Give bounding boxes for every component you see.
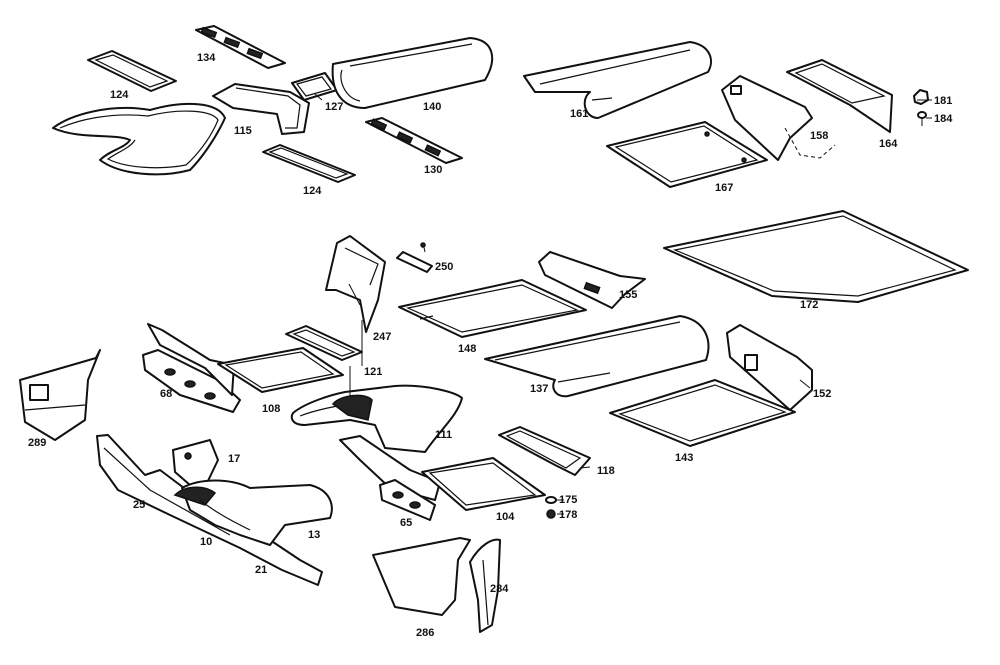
part-155-bracket	[538, 251, 646, 309]
label-289: 289	[28, 437, 46, 449]
label-158: 158	[810, 130, 828, 142]
part-124-lower-pad	[262, 144, 356, 183]
part-167-mat	[606, 121, 768, 188]
part-250-rod	[396, 242, 433, 273]
label-17: 17	[228, 453, 240, 465]
part-184-screw	[917, 111, 927, 126]
part-152-bracket	[726, 324, 813, 411]
part-134-strips	[195, 25, 286, 69]
part-161-cover	[523, 41, 712, 119]
label-124-top: 124	[110, 89, 129, 101]
part-115-bracket	[212, 83, 310, 135]
part-175-clip	[545, 496, 557, 504]
label-148: 148	[458, 343, 476, 355]
part-181-nut	[913, 89, 929, 105]
part-68-insulation	[142, 349, 241, 413]
part-284-pillar-trim	[469, 538, 501, 633]
part-286-side-trim	[372, 537, 471, 616]
label-21: 21	[255, 564, 267, 576]
part-104-carpet	[339, 435, 546, 511]
part-front-floor-mat-outline	[52, 102, 226, 176]
part-130-strips	[365, 117, 463, 164]
label-161: 161	[570, 108, 588, 120]
part-172-large-mat	[663, 210, 969, 303]
part-247-bracket	[325, 235, 386, 333]
label-152: 152	[813, 388, 831, 400]
part-127-pad	[291, 72, 338, 101]
label-140: 140	[423, 101, 441, 113]
part-140-tunnel-cover	[331, 37, 493, 109]
label-134: 134	[197, 52, 216, 64]
part-13-tunnel-piece	[173, 479, 333, 546]
label-172: 172	[800, 299, 818, 311]
label-124-bottom: 124	[303, 185, 322, 197]
part-118-plate	[498, 426, 591, 476]
label-108: 108	[262, 403, 280, 415]
part-289-side-panel	[19, 349, 101, 441]
label-247: 247	[373, 331, 391, 343]
label-184: 184	[934, 113, 953, 125]
label-65: 65	[400, 517, 412, 529]
label-104: 104	[496, 511, 515, 523]
label-115: 115	[234, 125, 252, 137]
part-164-panel	[786, 59, 893, 133]
label-167: 167	[715, 182, 733, 194]
label-175: 175	[559, 494, 577, 506]
label-10: 10	[200, 536, 212, 548]
part-143-mat	[609, 379, 796, 447]
label-284: 284	[490, 583, 509, 595]
label-121: 121	[364, 366, 382, 378]
part-108-carpet	[147, 323, 344, 396]
label-127: 127	[325, 101, 343, 113]
part-178-clip	[546, 509, 556, 519]
label-13: 13	[308, 529, 320, 541]
label-155: 155	[619, 289, 637, 301]
label-25: 25	[133, 499, 145, 511]
part-137-cover	[484, 315, 710, 398]
part-148-mat	[398, 279, 587, 338]
part-65-insulation	[379, 479, 436, 521]
label-286: 286	[416, 627, 434, 639]
part-158-side-panel	[721, 75, 836, 161]
label-164: 164	[879, 138, 898, 150]
part-124-top-pad	[87, 50, 177, 92]
label-178: 178	[559, 509, 577, 521]
label-250: 250	[435, 261, 453, 273]
label-111: 111	[435, 429, 452, 441]
part-111-tunnel	[290, 384, 463, 453]
label-137: 137	[530, 383, 548, 395]
label-118: 118	[597, 465, 615, 477]
label-143: 143	[675, 452, 693, 464]
label-181: 181	[934, 95, 952, 107]
label-130: 130	[424, 164, 442, 176]
label-68: 68	[160, 388, 172, 400]
